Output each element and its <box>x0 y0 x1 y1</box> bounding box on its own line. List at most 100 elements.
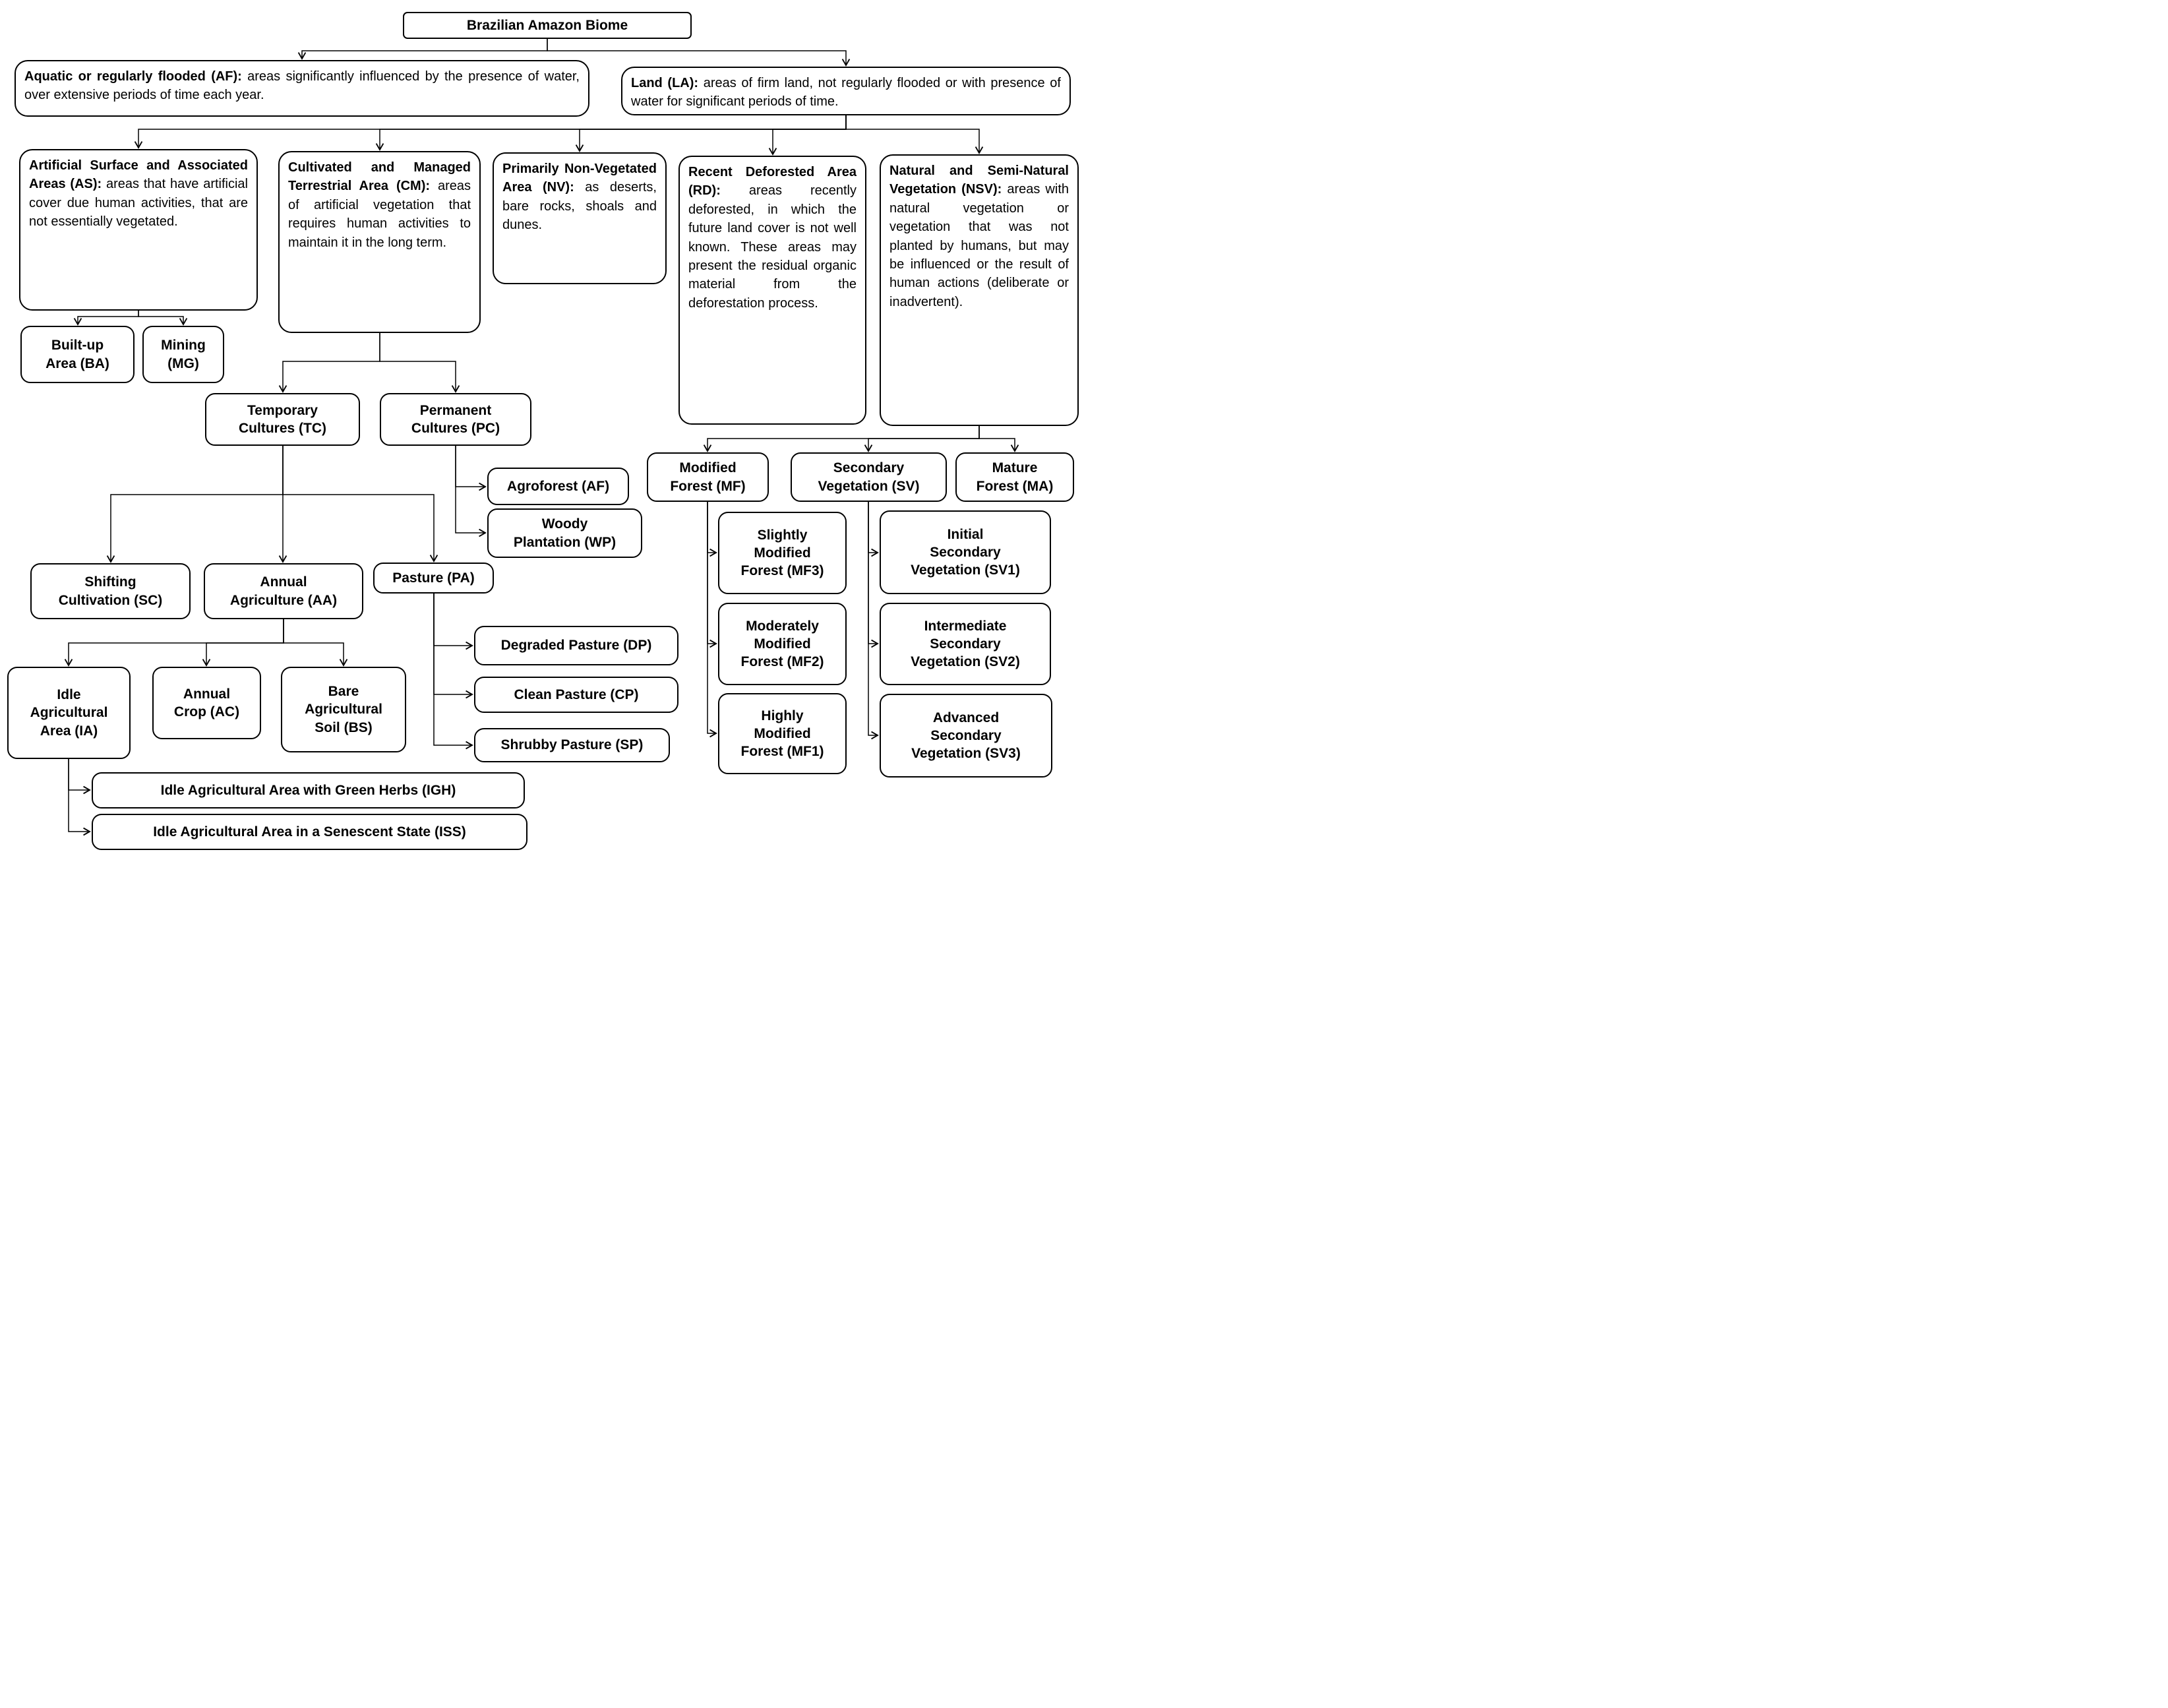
node-sp-label: Shrubby Pasture (SP) <box>500 737 644 753</box>
node-sp: Shrubby Pasture (SP) <box>474 728 670 762</box>
node-ia-label: Idle Agricultural Area (IA) <box>30 687 108 739</box>
edge-pc-afl <box>455 446 487 491</box>
node-rd-definition: areas recently deforested, in which the … <box>688 183 857 311</box>
node-bs: Bare Agricultural Soil (BS) <box>281 667 406 752</box>
node-igh-label: Idle Agricultural Area with Green Herbs … <box>160 782 456 798</box>
node-ma: Mature Forest (MA) <box>955 452 1074 502</box>
edge-sv-sv1 <box>868 502 879 557</box>
node-dp: Degraded Pasture (DP) <box>474 626 678 665</box>
node-cp: Clean Pasture (CP) <box>474 677 678 713</box>
node-af-term: Aquatic or regularly flooded (AF): <box>24 69 242 84</box>
edge-cm-tc <box>278 333 380 393</box>
edge-ia-igh <box>68 759 91 795</box>
node-mg-label: Mining (MG) <box>161 338 206 371</box>
node-igh: Idle Agricultural Area with Green Herbs … <box>92 772 525 808</box>
edge-as-mg <box>138 311 188 326</box>
node-sv2-label: Intermediate Secondary Vegetation (SV2) <box>911 618 1020 670</box>
node-cp-label: Clean Pasture (CP) <box>514 686 639 702</box>
node-nsv: Natural and Semi-Natural Vegetation (NSV… <box>880 154 1079 426</box>
edge-tc-pa <box>282 446 438 563</box>
edge-mf-mf1 <box>707 502 717 738</box>
node-afl: Agroforest (AF) <box>487 468 629 505</box>
node-nv-definition: as deserts, bare rocks, shoals and dunes… <box>502 180 657 233</box>
edge-la-nsv <box>845 115 984 154</box>
node-wp: Woody Plantation (WP) <box>487 508 642 558</box>
node-sv3-label: Advanced Secondary Vegetation (SV3) <box>911 710 1021 762</box>
edge-la-nv <box>575 115 847 152</box>
node-mf-label: Modified Forest (MF) <box>670 460 746 494</box>
node-sv1: Initial Secondary Vegetation (SV1) <box>880 510 1051 594</box>
node-la-definition: areas of firm land, not regularly floode… <box>631 76 1061 109</box>
edge-nsv-sv <box>864 426 980 452</box>
node-mf1: Highly Modified Forest (MF1) <box>718 693 847 774</box>
node-as: Artificial Surface and Associated Areas … <box>19 149 258 311</box>
edge-aa-bs <box>283 619 348 667</box>
node-ma-label: Mature Forest (MA) <box>976 460 1054 494</box>
node-cm: Cultivated and Managed Terrestrial Area … <box>278 151 481 333</box>
node-ba-label: Built-up Area (BA) <box>45 338 109 371</box>
node-ac-label: Annual Crop (AC) <box>173 686 240 719</box>
node-pa: Pasture (PA) <box>373 563 494 594</box>
edge-mf-mf2 <box>707 502 717 648</box>
node-sc: Shifting Cultivation (SC) <box>30 563 191 619</box>
node-af-definition: areas significantly influenced by the pr… <box>24 69 580 103</box>
node-nv-description: Primarily Non-Vegetated Area (NV): as de… <box>502 160 657 235</box>
edge-pa-cp <box>433 594 473 699</box>
node-nsv-description: Natural and Semi-Natural Vegetation (NSV… <box>889 162 1069 311</box>
node-pa-label: Pasture (PA) <box>392 570 475 586</box>
node-nv: Primarily Non-Vegetated Area (NV): as de… <box>493 152 667 284</box>
node-ac: Annual Crop (AC) <box>152 667 261 739</box>
edge-aa-ac <box>202 619 284 667</box>
edge-cm-pc <box>379 333 460 393</box>
node-rd: Recent Deforested Area (RD): areas recen… <box>678 156 866 425</box>
node-dp-label: Degraded Pasture (DP) <box>500 638 652 654</box>
node-ia: Idle Agricultural Area (IA) <box>7 667 131 759</box>
node-mf3: Slightly Modified Forest (MF3) <box>718 512 847 594</box>
node-sv1-label: Initial Secondary Vegetation (SV1) <box>911 526 1020 578</box>
edge-sv-sv3 <box>868 502 879 740</box>
node-mf2-label: Moderately Modified Forest (MF2) <box>740 618 824 670</box>
node-rd-term: Recent Deforested Area (RD): <box>688 165 857 198</box>
node-sv3: Advanced Secondary Vegetation (SV3) <box>880 694 1052 778</box>
edge-pc-wp <box>455 446 487 537</box>
node-nv-term: Primarily Non-Vegetated Area (NV): <box>502 162 657 195</box>
edge-root-la <box>547 39 851 67</box>
node-aa-label: Annual Agriculture (AA) <box>229 574 338 608</box>
edge-nsv-ma <box>979 426 1019 452</box>
node-mf1-label: Highly Modified Forest (MF1) <box>740 708 824 760</box>
node-bs-label: Bare Agricultural Soil (BS) <box>305 684 382 735</box>
node-cm-term: Cultivated and Managed Terrestrial Area … <box>288 160 471 194</box>
edge-as-ba <box>73 311 139 326</box>
node-as-definition: areas that have artificial cover due hum… <box>29 177 249 229</box>
node-root-label: Brazilian Amazon Biome <box>466 17 628 33</box>
node-la-term: Land (LA): <box>631 76 699 90</box>
node-tc-label: Temporary Cultures (TC) <box>239 402 326 436</box>
node-mg: Mining (MG) <box>142 326 224 383</box>
node-afl-label: Agroforest (AF) <box>506 478 610 494</box>
node-la: Land (LA): areas of firm land, not regul… <box>621 67 1071 115</box>
node-cm-definition: areas of artificial vegetation that requ… <box>288 179 471 250</box>
node-aa: Annual Agriculture (AA) <box>204 563 363 619</box>
node-cm-description: Cultivated and Managed Terrestrial Area … <box>288 158 471 252</box>
edge-pa-dp <box>433 594 473 650</box>
edge-tc-sc <box>106 446 284 563</box>
node-mf: Modified Forest (MF) <box>647 452 769 502</box>
node-la-description: Land (LA): areas of firm land, not regul… <box>631 74 1061 111</box>
node-af-description: Aquatic or regularly flooded (AF): areas… <box>24 67 580 105</box>
edge-pa-sp <box>433 594 473 750</box>
node-iss-label: Idle Agricultural Area in a Senescent St… <box>153 824 466 839</box>
edge-ia-iss <box>68 759 91 836</box>
node-tc: Temporary Cultures (TC) <box>205 393 360 446</box>
node-sc-label: Shifting Cultivation (SC) <box>58 574 163 608</box>
node-nsv-term: Natural and Semi-Natural Vegetation (NSV… <box>889 164 1069 197</box>
node-as-term: Artificial Surface and Associated Areas … <box>29 158 248 192</box>
node-as-description: Artificial Surface and Associated Areas … <box>29 156 248 231</box>
node-ba: Built-up Area (BA) <box>20 326 135 383</box>
edge-nsv-mf <box>703 426 980 452</box>
node-pc-label: Permanent Cultures (PC) <box>411 402 500 436</box>
edge-sv-sv2 <box>868 502 879 648</box>
edge-root-af <box>297 39 548 60</box>
edge-aa-ia <box>64 619 284 667</box>
node-root: Brazilian Amazon Biome <box>403 12 692 39</box>
